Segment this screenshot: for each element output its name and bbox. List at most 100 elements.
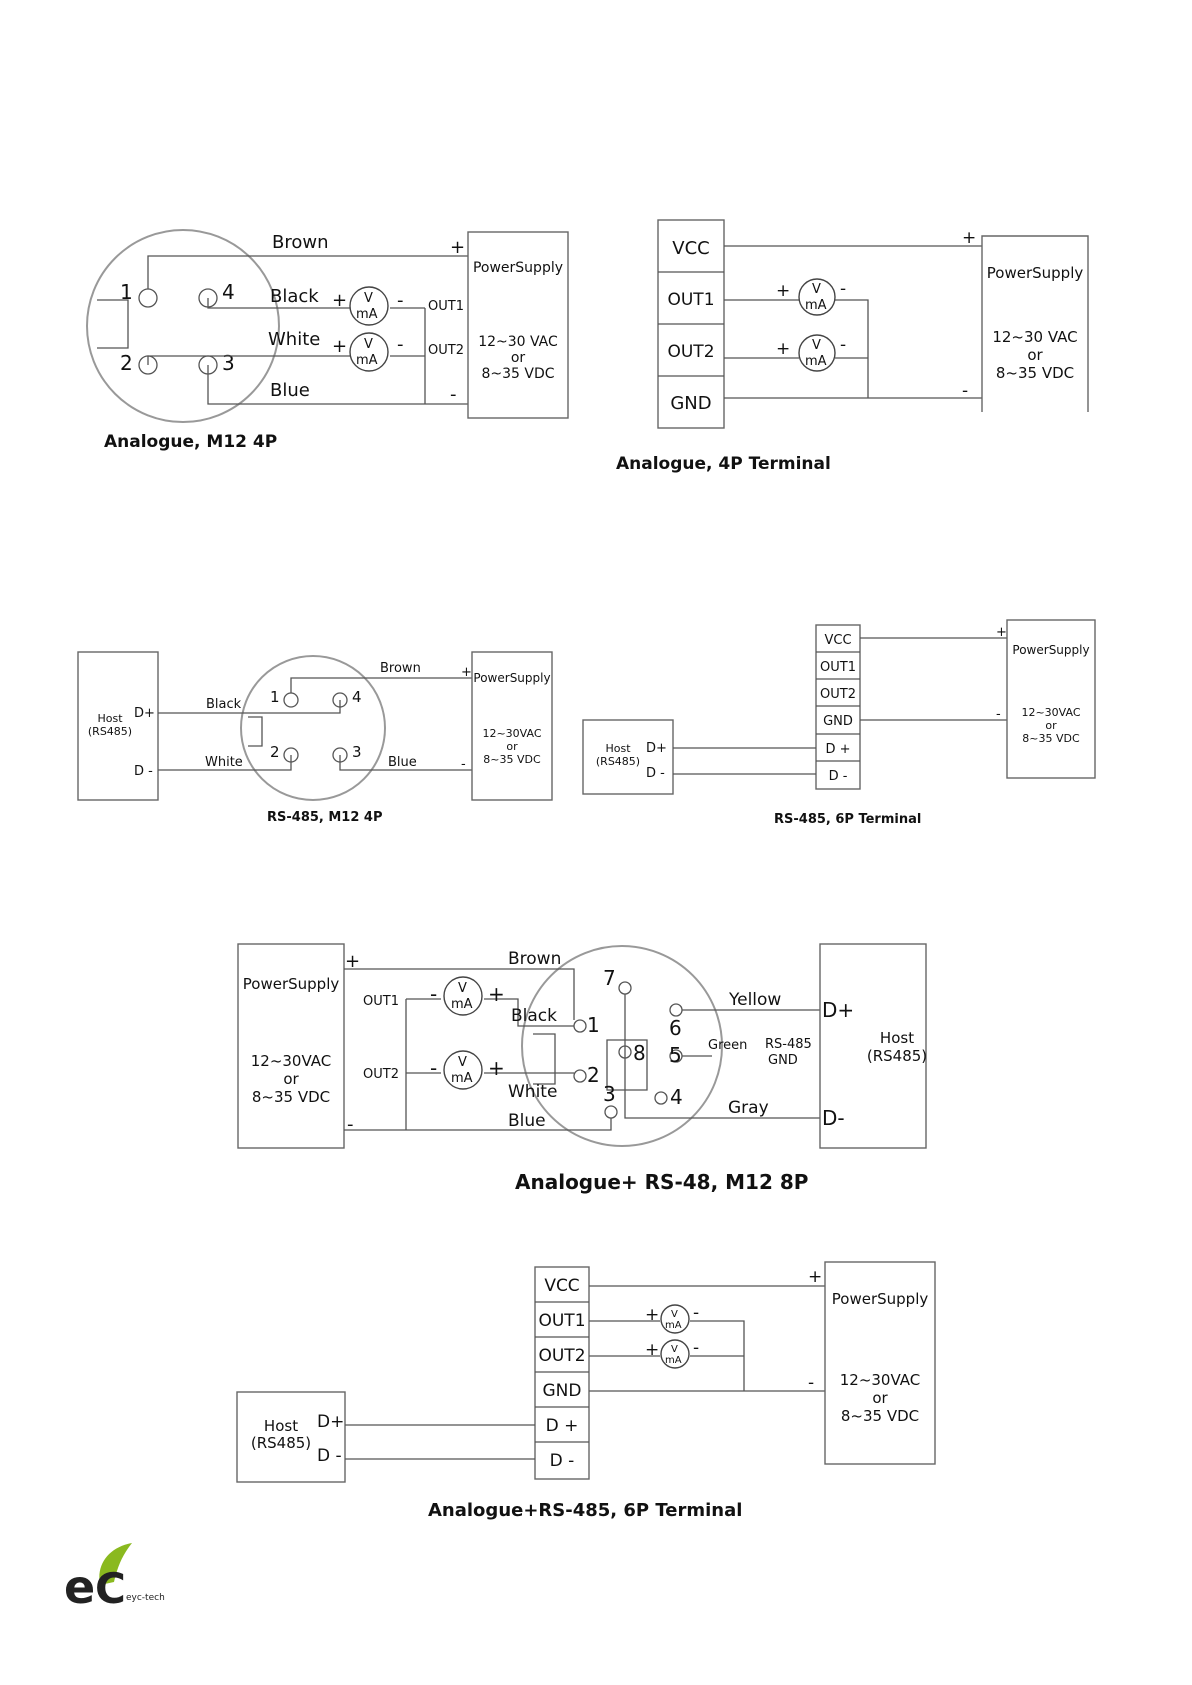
m12-connector-ring (86, 229, 280, 423)
host-dplus: D+ (646, 741, 667, 756)
meter-2-v: V (364, 337, 373, 352)
pin-7 (618, 981, 632, 995)
host-box (236, 1391, 346, 1483)
ps-plus: + (345, 951, 360, 972)
ps-plus: + (996, 625, 1007, 640)
pin-1-label: 1 (587, 1013, 600, 1037)
power-supply-label: PowerSupply (473, 260, 563, 276)
diagram-analogue-4p-terminal: VCC OUT1 OUT2 GND V mA V mA + - + - + - … (616, 219, 1089, 474)
meter-1 (660, 1304, 690, 1334)
meter-2-plus: + (645, 1340, 659, 1360)
terminal-gnd: GND (543, 1381, 582, 1401)
wire-gray-label: Gray (728, 1098, 769, 1118)
logo-letter-c: C (95, 1564, 126, 1613)
power-supply-box (981, 235, 1089, 412)
meter-2 (443, 1050, 483, 1090)
terminal-block (534, 1266, 590, 1480)
wire-white (147, 355, 352, 365)
ps-minus: - (962, 381, 968, 401)
meter-2-plus: + (488, 1056, 505, 1080)
meter-1 (443, 976, 483, 1016)
terminal-dminus: D - (829, 769, 848, 784)
meter-2 (798, 334, 836, 372)
power-supply-box (824, 1261, 936, 1465)
meter-1-plus: + (645, 1305, 659, 1325)
diagram-rs485-6p-terminal: Host (RS485) D+ D - VCC OUT1 OUT2 GND D … (582, 619, 1096, 827)
meter-2 (349, 332, 389, 372)
meter-1-minus: - (693, 1303, 699, 1323)
ps-vac: 12~30VAC (482, 727, 541, 740)
meter-2-ma: mA (665, 1355, 682, 1366)
pin-3-label: 3 (222, 351, 235, 375)
wire-blue (344, 1118, 612, 1131)
host-dplus: D+ (134, 706, 155, 721)
ps-plus: + (808, 1267, 822, 1287)
wire-rs485 (673, 747, 816, 775)
host-dplus: D+ (822, 998, 854, 1022)
m12-connector-ring (521, 945, 723, 1147)
wire-black-label: Black (270, 286, 319, 307)
diagram-analogue-m12-4p: 1 4 2 3 Brown Black White Blue V mA V mA… (86, 229, 569, 452)
ps-or: or (283, 1070, 299, 1088)
meter-1-v: V (812, 282, 821, 297)
wire-power (860, 637, 1007, 721)
pin-6 (669, 1003, 683, 1017)
terminal-out2: OUT2 (820, 687, 856, 702)
rs485-label: RS-485 (765, 1037, 812, 1052)
power-supply-label: PowerSupply (1012, 643, 1089, 657)
meter-1-v: V (671, 1309, 678, 1320)
wire-black-label: Black (206, 697, 242, 712)
ps-minus: - (347, 1114, 354, 1135)
meter-2-minus: - (397, 334, 404, 355)
pin-7-label: 7 (603, 966, 616, 990)
ps-minus: - (996, 707, 1001, 722)
ps-plus: + (450, 237, 465, 258)
pin-6-label: 6 (669, 1016, 682, 1040)
meter-1-ma: mA (451, 997, 473, 1012)
caption-d5: Analogue+ RS-48, M12 8P (515, 1170, 808, 1194)
ps-or: or (1045, 719, 1057, 732)
ps-vdc: 8~35 VDC (481, 366, 554, 382)
out1-label: OUT1 (428, 299, 464, 314)
wire-brown (290, 677, 472, 693)
pin-3-label: 3 (352, 743, 362, 761)
meter-1-minus: - (397, 290, 404, 311)
host-rs485: (RS485) (88, 725, 132, 738)
meter-2-minus: - (693, 1338, 699, 1358)
host-box (77, 651, 159, 801)
caption-d2: Analogue, 4P Terminal (616, 454, 831, 474)
pin-3 (604, 1105, 618, 1119)
ps-vac: 12~30VAC (840, 1371, 921, 1389)
ps-or: or (511, 350, 526, 366)
eyc-tech-logo: e C eyc-tech (64, 1543, 165, 1614)
pin-2-label: 2 (587, 1063, 600, 1087)
host-dminus: D - (646, 766, 665, 781)
pin-4-label: 4 (670, 1085, 683, 1109)
pin-4 (654, 1091, 668, 1105)
power-supply-box (471, 651, 553, 801)
power-supply-box (1006, 619, 1096, 779)
terminal-out1: OUT1 (538, 1311, 585, 1331)
meter-1-minus: - (840, 279, 846, 299)
wire-yellow-label: Yellow (728, 990, 781, 1010)
power-supply-label: PowerSupply (987, 264, 1084, 282)
meter-2-ma: mA (356, 353, 378, 368)
meter-1-plus: + (332, 290, 347, 311)
wire-black (158, 700, 341, 714)
wire-brown-label: Brown (380, 661, 421, 676)
meter-1 (349, 286, 389, 326)
terminal-block (815, 624, 861, 790)
meter-2-v: V (458, 1055, 467, 1070)
terminal-out1: OUT1 (820, 660, 856, 675)
meter-1-plus: + (776, 281, 790, 301)
wire-outputs (589, 1320, 745, 1391)
wire-outputs (390, 307, 426, 404)
ps-vac: 12~30 VAC (992, 328, 1077, 346)
ps-plus: + (962, 228, 976, 248)
terminal-dminus: D - (550, 1451, 575, 1471)
pin-1 (573, 1019, 587, 1033)
ps-or: or (1027, 346, 1043, 364)
wire-white-label: White (508, 1082, 557, 1102)
m12-connector-ring (240, 655, 386, 801)
